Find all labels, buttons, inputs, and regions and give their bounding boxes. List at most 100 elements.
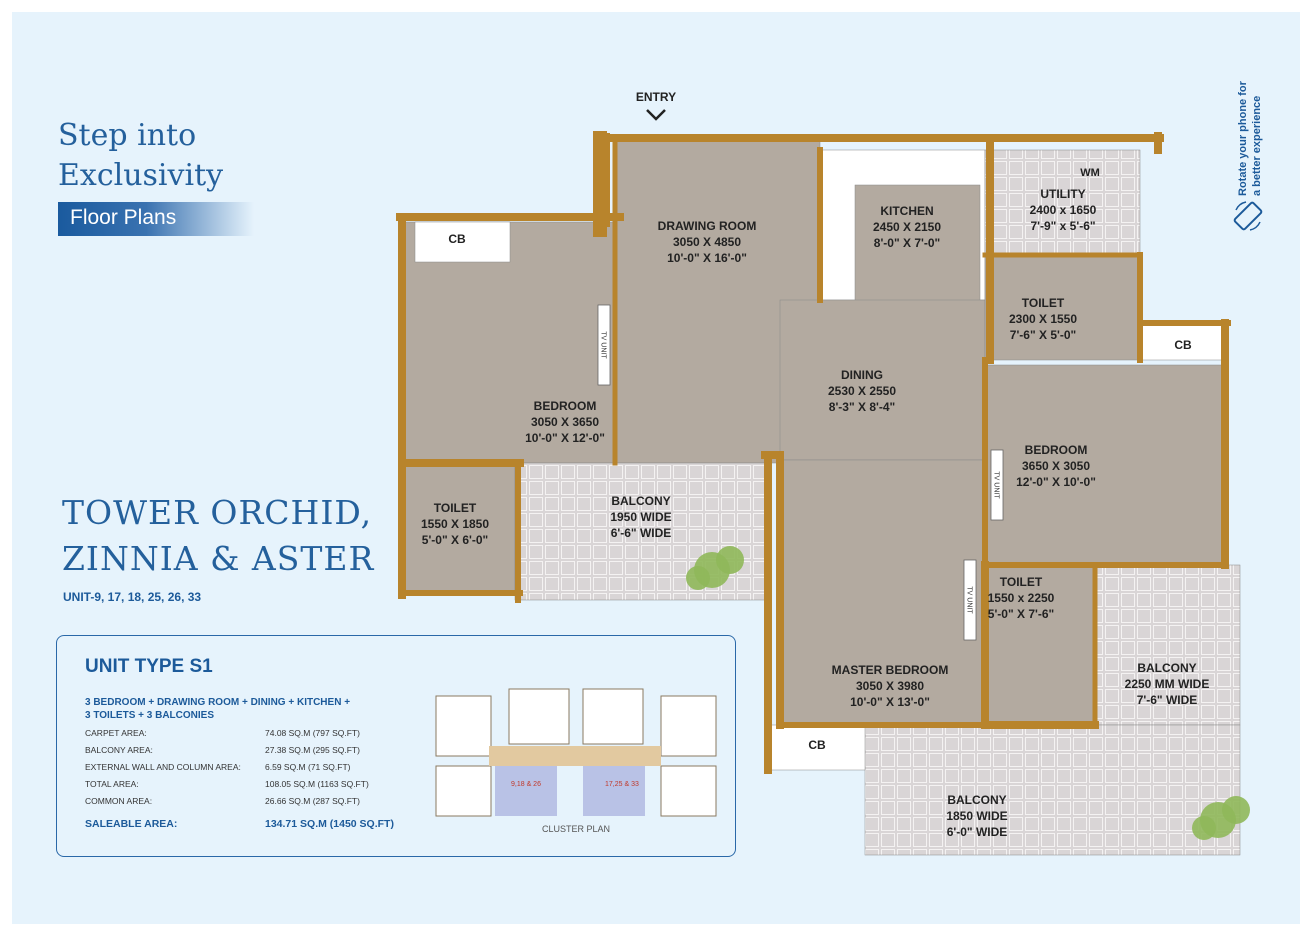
room-metric: 2300 X 1550 [1009, 312, 1077, 326]
area-row: BALCONY AREA: 27.38 SQ.M (295 SQ.FT) [85, 745, 425, 755]
cb-label: CB [808, 738, 826, 752]
floor-plans-badge: Floor Plans [58, 202, 254, 236]
config-line2: 3 TOILETS + 3 BALCONIES [85, 710, 215, 721]
unit-numbers: UNIT-9, 17, 18, 25, 26, 33 [63, 590, 202, 604]
tower-line1: TOWER ORCHID, [62, 493, 373, 532]
room-metric: 1950 WIDE [610, 510, 671, 524]
room-name: BALCONY [611, 494, 670, 508]
room-metric: 2450 X 2150 [873, 220, 941, 234]
unit-configuration: 3 BEDROOM + DRAWING ROOM + DINING + KITC… [85, 696, 385, 722]
master-bedroom-floor [779, 459, 986, 726]
room-metric: 3050 X 4850 [673, 235, 741, 249]
tv-unit-label: TV UNIT [966, 586, 973, 614]
rotate-phone-icon [1233, 201, 1263, 231]
unit-type-card: UNIT TYPE S1 3 BEDROOM + DRAWING ROOM + … [56, 635, 736, 857]
room-name: TOILET [1022, 296, 1065, 310]
room-metric: 2250 MM WIDE [1125, 677, 1210, 691]
cb-label: CB [1174, 338, 1192, 352]
room-imperial: 7'-6" WIDE [1137, 693, 1198, 707]
area-row: EXTERNAL WALL AND COLUMN AREA: 6.59 SQ.M … [85, 762, 425, 772]
tv-unit-label: TV UNIT [993, 471, 1000, 499]
room-metric: 1550 x 2250 [988, 591, 1055, 605]
tree-icon [716, 546, 744, 574]
tree-icon [686, 566, 710, 590]
room-name: KITCHEN [880, 204, 933, 218]
balcony-floor [1094, 564, 1241, 726]
saleable-area-row: SALEABLE AREA: 134.71 SQ.M (1450 SQ.FT) [85, 818, 425, 830]
unit-type-title: UNIT TYPE S1 [85, 656, 213, 677]
area-label: CARPET AREA: [85, 728, 147, 738]
tv-unit-cabinet [963, 559, 977, 641]
tree-icon [1192, 816, 1216, 840]
area-label: EXTERNAL WALL AND COLUMN AREA: [85, 762, 241, 772]
entry-arrow-icon [646, 109, 666, 121]
room-imperial: 12'-0" X 10'-0" [1016, 475, 1096, 489]
room-name: UTILITY [1040, 187, 1085, 201]
area-value: 6.59 SQ.M (71 SQ.FT) [265, 762, 351, 772]
washing-machine-label: WM [1080, 167, 1100, 179]
saleable-label: SALEABLE AREA: [85, 818, 178, 830]
area-row: TOTAL AREA: 108.05 SQ.M (1163 SQ.FT) [85, 779, 425, 789]
bedroom-floor [984, 364, 1226, 566]
room-imperial: 7'-9" x 5'-6" [1030, 219, 1095, 233]
tv-unit-label: TV UNIT [600, 331, 607, 359]
tv-unit-cabinet [597, 304, 611, 386]
area-label: COMMON AREA: [85, 796, 153, 806]
utility-floor [984, 149, 1141, 256]
entry-label: ENTRY [636, 90, 676, 104]
room-metric: 2530 X 2550 [828, 384, 896, 398]
room-metric: 3050 X 3980 [856, 679, 924, 693]
room-metric: 2400 x 1650 [1030, 203, 1097, 217]
tv-unit-cabinet [990, 449, 1004, 521]
room-metric: 3650 X 3050 [1022, 459, 1090, 473]
cluster-tag: 9,18 & 26 [511, 781, 541, 788]
cluster-tag: 17,25 & 33 [605, 781, 639, 788]
area-value: 74.08 SQ.M (797 SQ.FT) [265, 728, 360, 738]
toilet-floor [984, 564, 1096, 726]
room-name: TOILET [1000, 575, 1043, 589]
area-row: CARPET AREA: 74.08 SQ.M (797 SQ.FT) [85, 728, 425, 738]
cluster-plan: 9,18 & 26 17,25 & 33 CLUSTER PLAN [435, 688, 717, 834]
room-name: BALCONY [947, 793, 1006, 807]
tree-icon [1222, 796, 1250, 824]
room-imperial: 10'-0" X 13'-0" [850, 695, 930, 709]
room-imperial: 5'-0" X 6'-0" [422, 533, 488, 547]
cb-cabinet [414, 221, 511, 263]
room-imperial: 10'-0" X 12'-0" [525, 431, 605, 445]
balcony-floor [864, 724, 1241, 856]
room-imperial: 5'-0" X 7'-6" [988, 607, 1054, 621]
room-imperial: 8'-3" X 8'-4" [829, 400, 895, 414]
area-label: TOTAL AREA: [85, 779, 139, 789]
area-value: 27.38 SQ.M (295 SQ.FT) [265, 745, 360, 755]
room-name: BALCONY [1137, 661, 1196, 675]
room-name: DINING [841, 368, 883, 382]
tower-title: TOWER ORCHID, ZINNIA & ASTER [62, 490, 374, 582]
tower-line2: ZINNIA & ASTER [62, 539, 375, 578]
toilet-floor [404, 462, 516, 596]
room-metric: 1550 X 1850 [421, 517, 489, 531]
room-imperial: 10'-0" X 16'-0" [667, 251, 747, 265]
room-name: TOILET [434, 501, 477, 515]
area-label: BALCONY AREA: [85, 745, 153, 755]
cluster-plan-label: CLUSTER PLAN [542, 824, 610, 834]
tagline: Step into Exclusivity [58, 116, 223, 196]
room-imperial: 6'-6" WIDE [611, 526, 672, 540]
config-line1: 3 BEDROOM + DRAWING ROOM + DINING + KITC… [85, 697, 351, 708]
room-name: BEDROOM [534, 399, 597, 413]
room-metric: 3050 X 3650 [531, 415, 599, 429]
area-value: 26.66 SQ.M (287 SQ.FT) [265, 796, 360, 806]
area-value: 108.05 SQ.M (1163 SQ.FT) [265, 779, 369, 789]
room-name: BEDROOM [1025, 443, 1088, 457]
saleable-value: 134.71 SQ.M (1450 SQ.FT) [265, 818, 394, 830]
tagline-line2: Exclusivity [58, 158, 224, 193]
room-imperial: 8'-0" X 7'-0" [874, 236, 940, 250]
room-name: MASTER BEDROOM [832, 663, 949, 677]
room-imperial: 7'-6" X 5'-0" [1010, 328, 1076, 342]
toilet-floor [984, 254, 1141, 361]
room-imperial: 6'-0" WIDE [947, 825, 1008, 839]
room-metric: 1850 WIDE [946, 809, 1007, 823]
room-name: DRAWING ROOM [658, 219, 757, 233]
area-row: COMMON AREA: 26.66 SQ.M (287 SQ.FT) [85, 796, 425, 806]
cb-cabinet [769, 724, 866, 771]
